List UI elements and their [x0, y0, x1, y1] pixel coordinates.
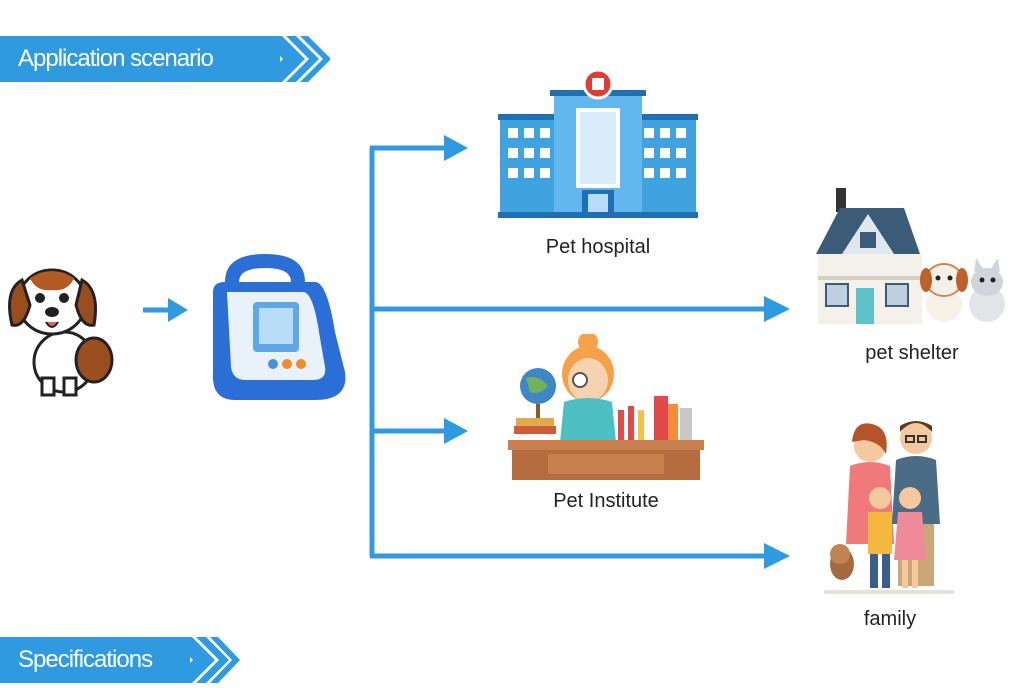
family-label: family — [863, 608, 917, 630]
application-scenario-title: Application scenario — [18, 45, 214, 72]
blood-pressure-monitor-icon — [212, 254, 346, 400]
application-scenario-banner: Application scenario — [0, 36, 330, 82]
pet-hospital-label: Pet hospital — [545, 236, 651, 258]
arrow-to-hospital — [444, 135, 468, 161]
arrow-to-family — [764, 543, 790, 569]
chevron-icon — [260, 36, 330, 82]
arrow-to-institute — [444, 418, 468, 444]
specifications-banner: Specifications — [0, 637, 240, 683]
pet-institute-label: Pet Institute — [553, 490, 659, 512]
arrow-to-shelter — [764, 296, 790, 322]
hospital-building-icon — [498, 68, 698, 218]
family-icon — [824, 421, 954, 594]
beagle-dog-icon — [8, 268, 114, 397]
researcher-desk-icon — [508, 334, 704, 480]
chevron-icon — [170, 637, 240, 683]
pet-shelter-label: pet shelter — [865, 342, 959, 364]
arrow-to-device — [168, 298, 188, 322]
house-icon — [816, 188, 1005, 324]
specifications-title: Specifications — [18, 646, 153, 673]
